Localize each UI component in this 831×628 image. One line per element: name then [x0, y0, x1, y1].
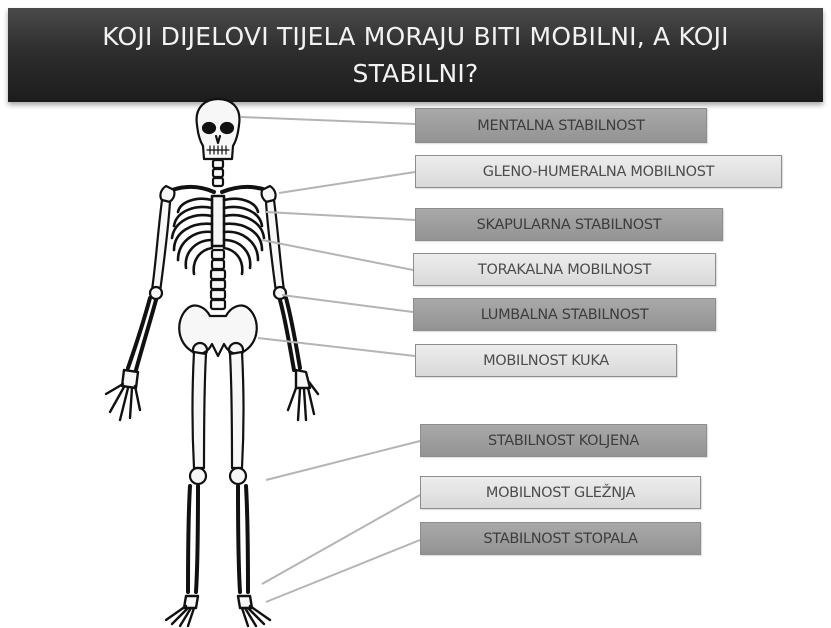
label-mobilnost-gleznja: MOBILNOST GLEŽNJA [420, 476, 701, 509]
label-stabilnost-koljena: STABILNOST KOLJENA [420, 424, 707, 457]
right-foot [238, 596, 270, 626]
connector-kuka [258, 338, 415, 356]
connector-mentalna [241, 117, 415, 124]
right-forearm [280, 298, 300, 370]
connector-gleno-humeralna [279, 172, 415, 193]
label-lumbalna-stabilnost: LUMBALNA STABILNOST [413, 298, 716, 331]
label-stabilnost-stopala: STABILNOST STOPALA [420, 522, 701, 555]
pelvis [179, 306, 257, 356]
connector-gleznja [262, 495, 420, 584]
connector-lumbalna [282, 295, 413, 312]
connector-stopala [266, 540, 420, 602]
label-skapularna-stabilnost: SKAPULARNA STABILNOST [415, 208, 723, 241]
right-femur [230, 352, 244, 468]
label-mentalna-stabilnost: MENTALNA STABILNOST [415, 108, 707, 143]
left-shin [188, 486, 198, 592]
left-foot [166, 596, 198, 626]
right-shin [238, 486, 248, 592]
left-forearm [128, 298, 156, 370]
label-torakalna-mobilnost: TORAKALNA MOBILNOST [413, 253, 716, 286]
label-gleno-humeralna-mobilnost: GLENO-HUMERALNA MOBILNOST [415, 155, 782, 188]
connector-koljena [266, 441, 420, 480]
left-hand [106, 370, 140, 420]
right-hand [288, 370, 318, 420]
skeleton-illustration [106, 99, 318, 626]
connector-skapularna [266, 212, 415, 220]
clavicles [172, 187, 266, 192]
connector-torakalna [262, 240, 413, 270]
left-humerus [152, 200, 170, 292]
left-femur [193, 352, 207, 468]
label-mobilnost-kuka: MOBILNOST KUKA [415, 344, 677, 377]
